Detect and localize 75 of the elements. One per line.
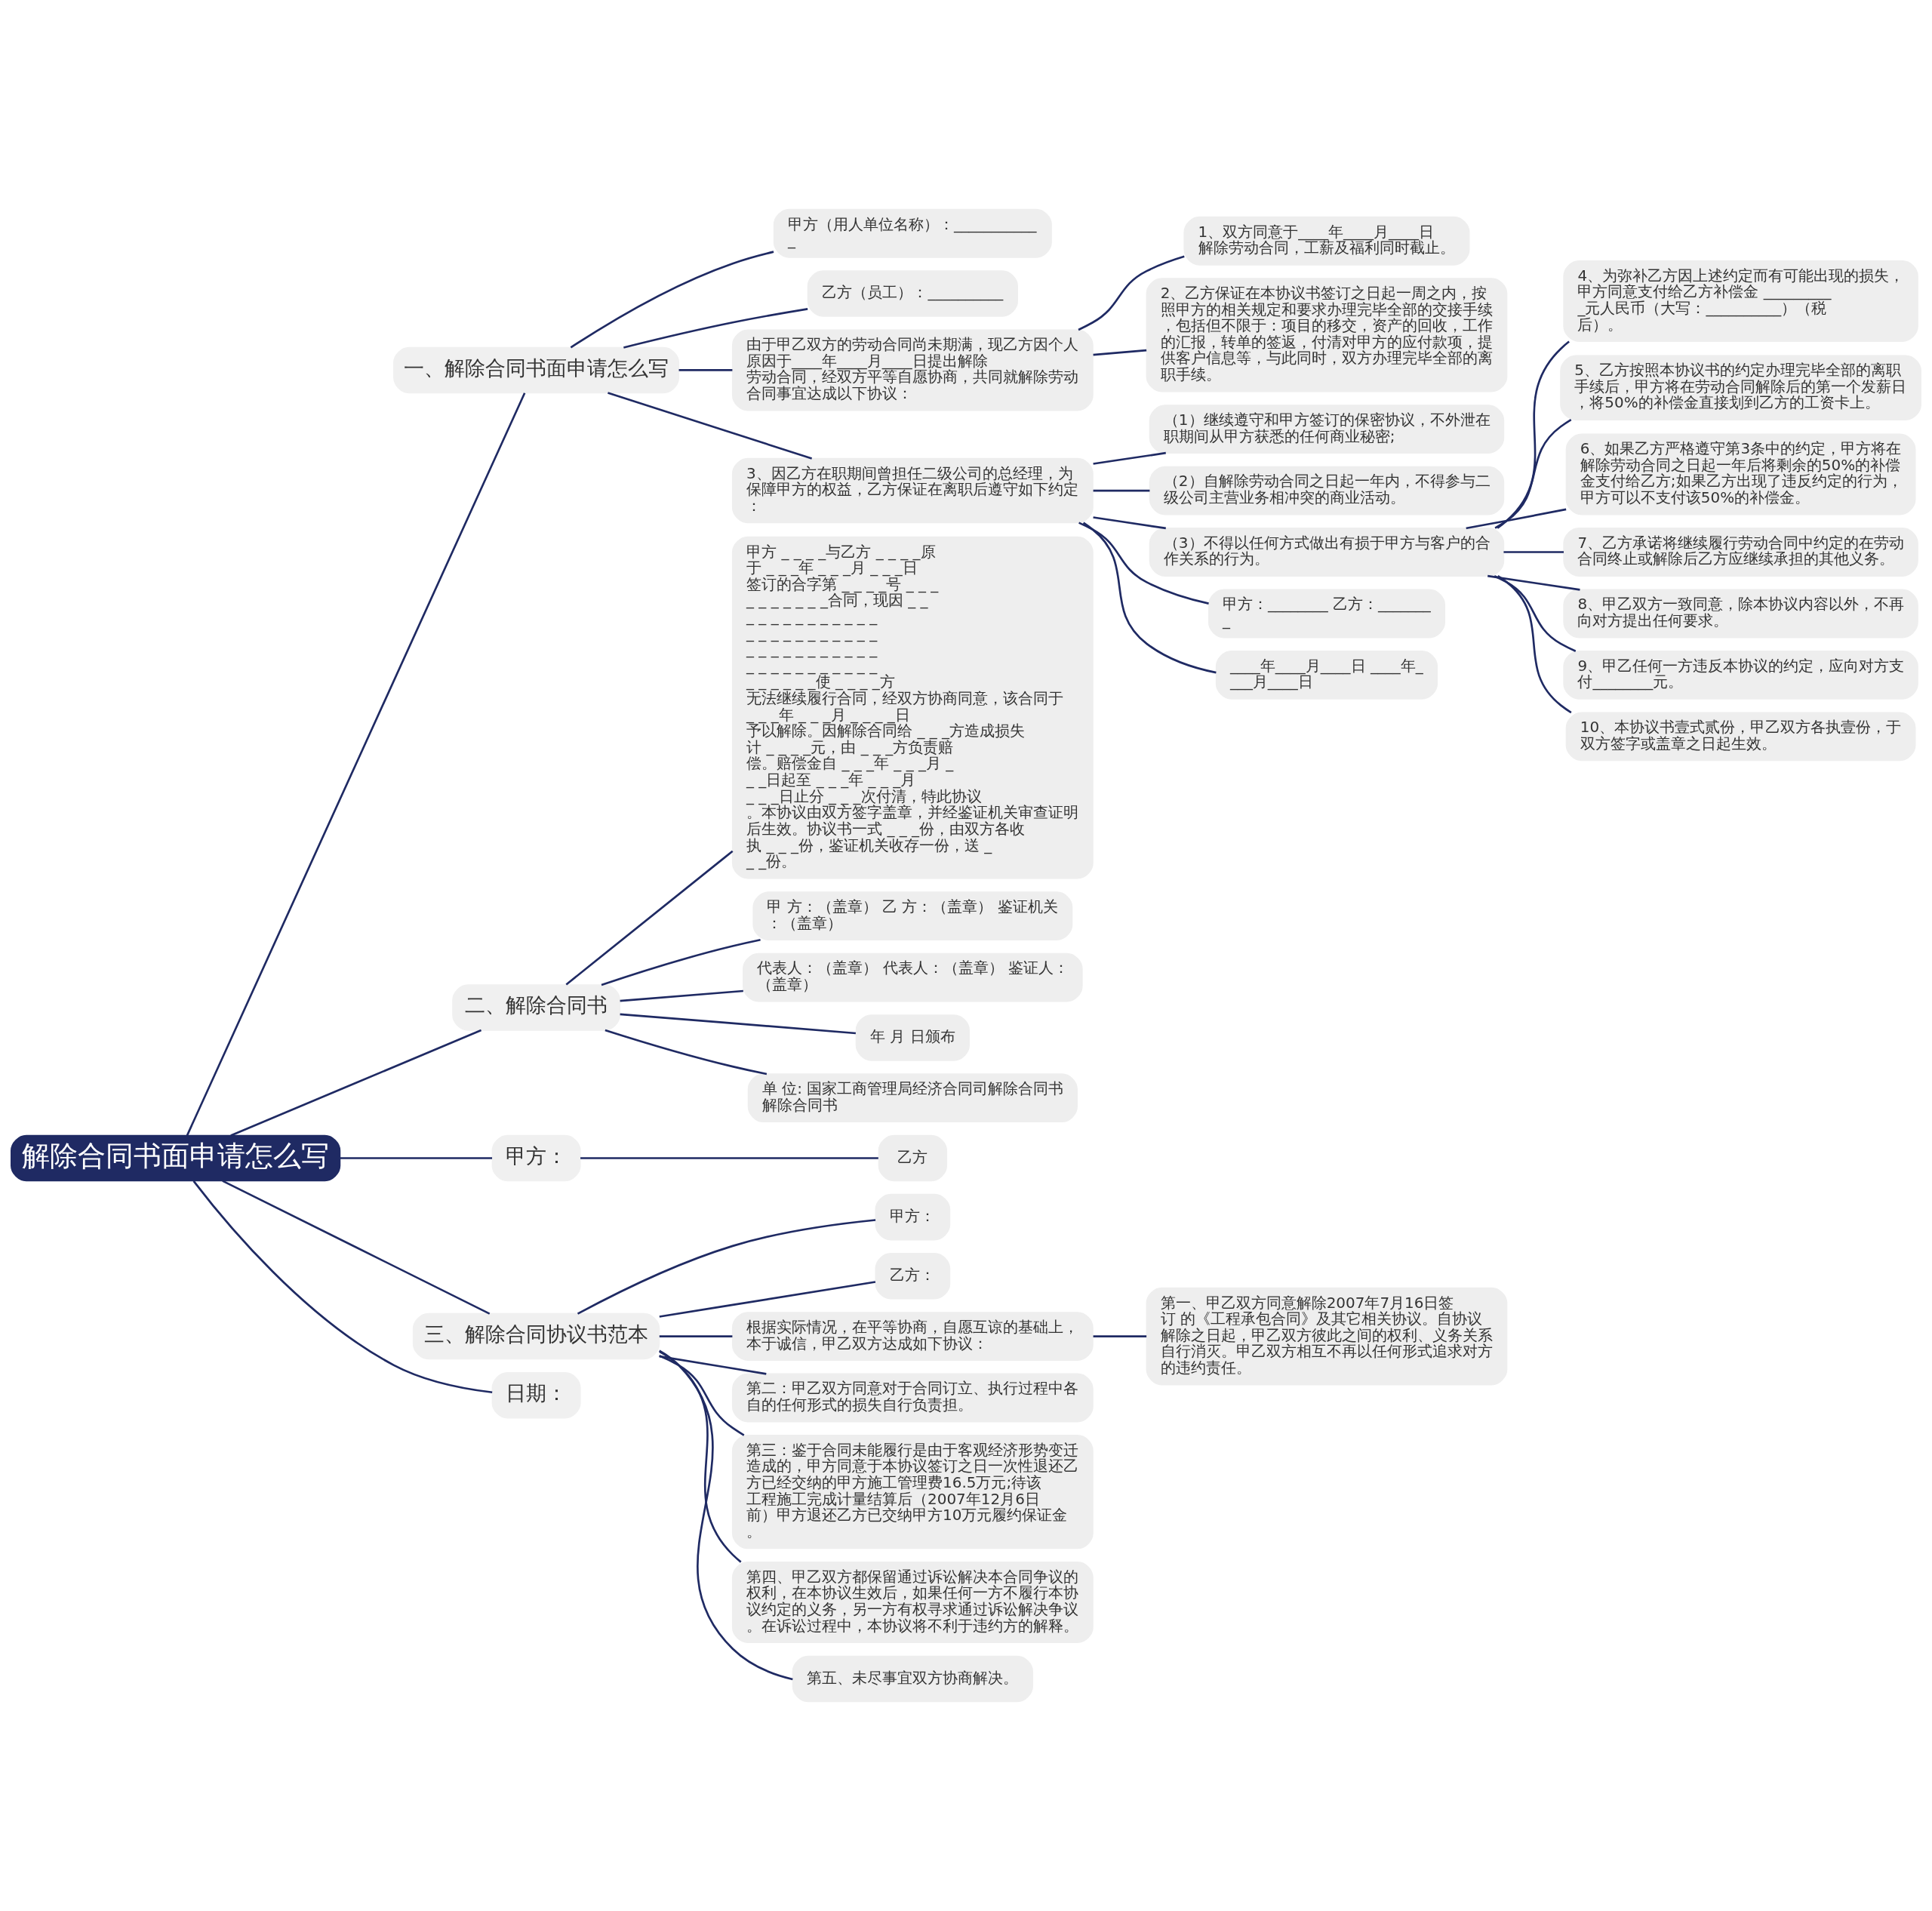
node-box: 甲方：	[875, 1193, 951, 1241]
node-box: 甲方 _ _ _ _与乙方 _ _ _ _原于 _ _ _年 _ _ _月 _ _ _日签订的合字第 _ _ _ _号 _ _ _ _ _ _ _ _ _ _合同，现因 _ _ _ _ _ _ _ _ _ _ _ _ _ _ _ _ _ _ _ _ _ _ _ _ _ _ _ _ _ _ _ _ _ _ _ _ _ _ _ _ _ _ _ _ _ _ _ _ _ _ _ _使 _ _ _ _方无法继续履行合同，经双方协商同意，该合同于 _ _ _年 _ _ _月 _ _ _ _日予以解除。因解除合同给 _ _ _方造成损失计 _ _ _ _元，由 _ _ _方负责赔偿。赔偿金自 _ _ _年 _ _ _月 _ _ _日起至 _ _ _年 _ _ _月 _ _ _日止分 _ _ _次付清，特此协议。本协议由双方签字盖章，并经鉴证机关审查证明后生效。协议书一式 _ _ _份，由双方各收执 _ _ _份，鉴证机关收存一份，送 _ _ _份。	[731, 536, 1094, 879]
connector	[1093, 1335, 1147, 1337]
connector	[1497, 575, 1572, 714]
connector	[1078, 255, 1185, 331]
node-box: 甲 方：（盖章） 乙 方：（盖章） 鉴证机关：（盖章）	[752, 891, 1073, 941]
connector	[608, 392, 813, 460]
connector	[659, 1281, 876, 1318]
node-box: 根据实际情况，在平等协商，自愿互谅的基础上，本于诚信，甲乙双方达成如下协议：	[731, 1312, 1094, 1361]
connector	[570, 251, 774, 349]
node-box: 乙方：	[875, 1253, 951, 1300]
node-box: 解除合同书面申请怎么写	[11, 1134, 341, 1182]
node-box: 第五、未尽事宜双方协商解决。	[792, 1655, 1033, 1703]
connector	[1093, 451, 1166, 465]
connector	[659, 1350, 742, 1563]
node-box: 1、双方同意于____年____月____日解除劳动合同，工薪及福利同时截止。	[1183, 216, 1470, 266]
connector	[659, 1354, 745, 1436]
connector	[620, 1013, 856, 1035]
node-box: 4、为弥补乙方因上述约定而有可能出现的损失，甲方同意支付给乙方补偿金 __________元人民币（大写：__________）（税后）。	[1563, 260, 1918, 343]
node-box: 甲方：	[491, 1134, 581, 1182]
node-box: 乙方（员工）：__________	[807, 270, 1018, 317]
connector	[1503, 551, 1564, 553]
node-box: 第四、甲乙双方都保留通过诉讼解决本合同争议的权利，在本协议生效后，如果任何一方不履行本协议约定的义务，另一方有权寻求通过诉讼解决争议。在诉讼过程中，本协议将不利于违约方的解释。	[731, 1562, 1094, 1644]
connector	[1487, 574, 1580, 591]
connector	[1494, 419, 1572, 529]
connector	[1093, 349, 1147, 356]
node-box: 代表人：（盖章） 代表人：（盖章） 鉴证人：（盖章）	[743, 952, 1083, 1002]
node-box: 7、乙方承诺将继续履行劳动合同中约定的在劳动合同终止或解除后乙方应继续承担的其他义务。	[1563, 528, 1918, 577]
node-box: ____年____月____日 ____年____月____日	[1215, 651, 1438, 700]
connector	[1093, 489, 1150, 492]
node-box: 10、本协议书壹式贰份，甲乙双方各执壹份，于双方签字或盖章之日起生效。	[1565, 712, 1916, 762]
connector	[623, 308, 808, 349]
connector	[659, 1355, 767, 1375]
node-box: 三、解除合同协议书范本	[412, 1312, 660, 1360]
connector	[222, 1180, 491, 1315]
connector	[1497, 340, 1570, 529]
node-box: 一、解除合同书面申请怎么写	[393, 346, 680, 394]
node-box: 9、甲乙任何一方违反本协议的约定，应向对方支付________元。	[1563, 651, 1918, 700]
connector	[580, 1157, 878, 1159]
connector	[192, 1180, 493, 1394]
node-box: （3）不得以任何方式做出有损于甲方与客户的合作关系的行为。	[1149, 528, 1505, 577]
node-box: 由于甲乙双方的劳动合同尚未期满，现乙方因个人原因于____年____月____日提出解除劳动合同，经双方平等自愿协商，共同就解除劳动合同事宜达成以下协议：	[731, 329, 1094, 411]
connector	[340, 1157, 493, 1159]
node-box: 甲方（用人单位名称）：____________	[773, 208, 1052, 258]
node-box: （1）继续遵守和甲方签订的保密协议，不外泄在职期间从甲方获悉的任何商业秘密;	[1149, 405, 1505, 454]
node-box: 单 位: 国家工商管理局经济合同司解除合同书解除合同书	[747, 1073, 1078, 1123]
node-box: 年 月 日颁布	[855, 1014, 970, 1061]
node-box: 2、乙方保证在本协议书签订之日起一周之内，按照甲方的相关规定和要求办理完毕全部的交接手续，包括但不限于：项目的移交，资产的回收，工作的汇报，转单的签返，付清对甲方的应付款项，提供客户信息等，与此同时，双方办理完毕全部的离职手续。	[1146, 278, 1508, 392]
connector	[620, 989, 743, 1002]
node-box: 6、如果乙方严格遵守第3条中的约定，甲方将在解除劳动合同之日起一年后将剩余的50%的补偿金支付给乙方;如果乙方出现了违反约定的行为，甲方可以不支付该50%的补偿金。	[1565, 433, 1916, 515]
connector	[1466, 508, 1567, 530]
connector	[1082, 522, 1217, 674]
node-box: 第二：甲乙双方同意对于合同订立、执行过程中各自的任何形式的损失自行负责担。	[731, 1373, 1094, 1423]
connector	[678, 369, 733, 371]
connector	[1093, 516, 1166, 530]
node-box: 3、因乙方在职期间曾担任二级公司的总经理，为保障甲方的权益，乙方保证在离职后遵守如下约定：	[731, 457, 1094, 524]
node-box: 8、甲乙双方一致同意，除本协议内容以外，不再向对方提出任何要求。	[1563, 589, 1918, 639]
connector	[1494, 574, 1577, 652]
node-box: 二、解除合同书	[452, 984, 620, 1031]
node-box: 5、乙方按照本协议书的约定办理完毕全部的离职手续后，甲方将在劳动合同解除后的第一个发薪日，将50%的补偿金直接划到乙方的工资卡上。	[1560, 355, 1921, 420]
node-box: 第三：鉴于合同未能履行是由于客观经济形势变迁造成的，甲方同意于本协议签订之日一次性退还乙方已经交纳的甲方施工管理费16.5万元;待该工程施工完成计量结算后（2007年12月6日前）甲方退还乙方已交纳甲方10万元履约保证金。	[731, 1435, 1094, 1549]
connector	[577, 1219, 876, 1315]
connector	[601, 939, 761, 986]
node-box: 日期：	[491, 1371, 581, 1419]
connector	[605, 1029, 768, 1076]
node-box: 甲方：________ 乙方：________	[1208, 589, 1446, 639]
connector	[186, 392, 526, 1136]
connector	[659, 1335, 733, 1337]
connector	[1078, 522, 1209, 605]
connector	[659, 1349, 793, 1681]
connector	[565, 850, 734, 986]
node-box: 乙方	[878, 1134, 948, 1182]
node-box: （2）自解除劳动合同之日起一年内，不得参与二级公司主营业务相冲突的商业活动。	[1149, 466, 1505, 515]
node-box: 第一、甲乙双方同意解除2007年7月16日签订 的《工程承包合同》及其它相关协议。自协议解除之日起，甲乙双方彼此之间的权利、义务关系自行消灭。甲乙双方相互不再以任何形式追求对方的违约责任。	[1146, 1287, 1508, 1386]
connector	[230, 1029, 482, 1137]
